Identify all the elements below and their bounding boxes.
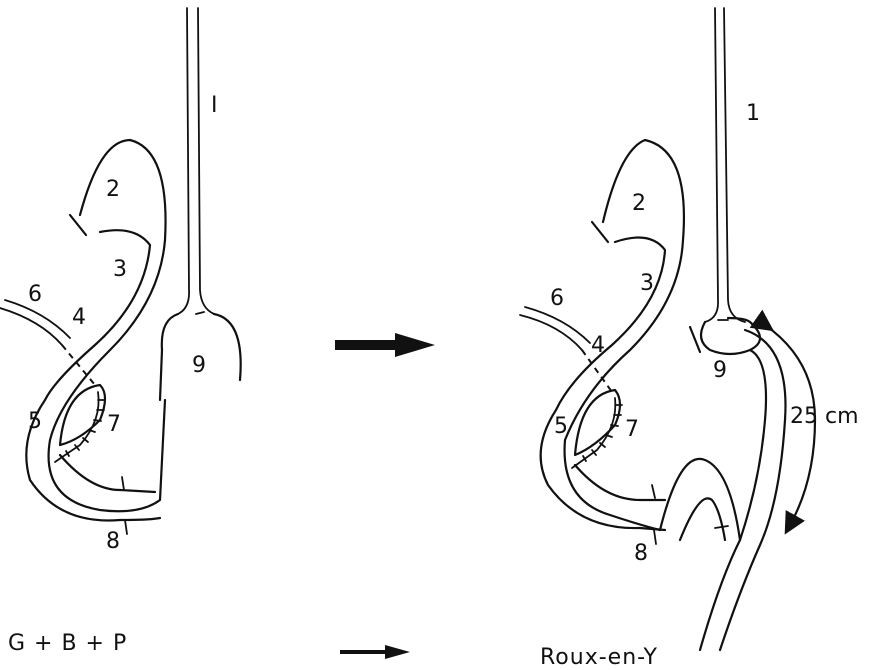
right-label-2: 2	[632, 191, 646, 216]
right-label-9: 9	[713, 358, 727, 383]
left-label-3: 3	[113, 257, 127, 282]
left-label-8: 8	[106, 529, 120, 554]
right-cut-mark-2	[592, 222, 608, 242]
right-esophagus	[705, 8, 745, 322]
left-cut-mark	[70, 215, 86, 235]
right-bowel-bottom	[575, 465, 665, 500]
right-label-3: 3	[640, 271, 654, 296]
right-bile-duct	[520, 307, 590, 350]
main-arrow	[335, 333, 435, 357]
right-label-5: 5	[554, 414, 568, 439]
right-label-7: 7	[625, 417, 639, 442]
right-cut-mark	[690, 327, 700, 352]
left-duct-dashed	[62, 345, 95, 385]
left-diagram: I 2 3 6 4 9 5 7 8 G + B + P	[0, 8, 241, 656]
right-label-6: 6	[550, 286, 564, 311]
left-label-4: 4	[72, 305, 86, 330]
right-pouch-9	[701, 318, 760, 354]
left-label-7: 7	[107, 412, 121, 437]
right-jejunal-bump	[660, 459, 740, 540]
left-label-5: 5	[28, 409, 42, 434]
left-bowel-inner	[26, 230, 160, 520]
left-caption: G + B + P	[8, 631, 127, 656]
right-diagram: 1 2 3 6 4 9 5 7 8 25 cm Roux-en-Y	[520, 8, 859, 670]
left-label-6: 6	[28, 282, 42, 307]
right-label-8: 8	[634, 541, 648, 566]
left-label-1: I	[211, 93, 218, 118]
left-bowel-bottom	[60, 455, 155, 492]
right-caption: Roux-en-Y	[540, 645, 658, 670]
right-measurement: 25 cm	[790, 404, 859, 429]
left-label-2: 2	[106, 177, 120, 202]
right-label-4: 4	[591, 333, 605, 358]
left-label-9: 9	[192, 353, 206, 378]
left-esophagus	[178, 8, 214, 314]
caption-arrow	[340, 645, 410, 659]
right-label-1: 1	[746, 101, 760, 126]
